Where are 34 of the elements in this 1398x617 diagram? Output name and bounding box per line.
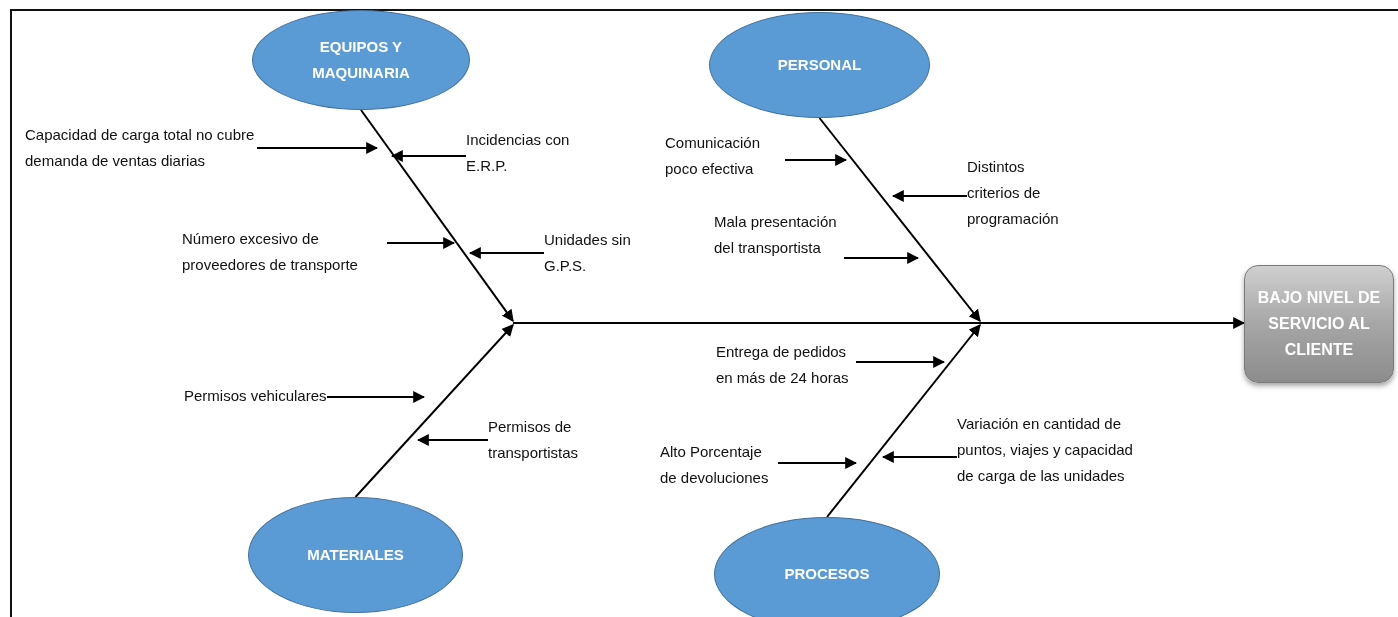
- arrow: [784, 154, 848, 166]
- arrow: [256, 142, 379, 154]
- cause-text: Comunicación poco efectiva: [665, 130, 785, 182]
- arrow: [468, 247, 545, 259]
- arrow: [386, 237, 456, 249]
- bone-arrow: [360, 109, 514, 322]
- arrow: [891, 190, 968, 202]
- category-ellipse: EQUIPOS Y MAQUINARIA: [252, 10, 470, 110]
- arrow: [416, 434, 489, 446]
- cause-text: Alto Porcentaje de devoluciones: [660, 439, 778, 491]
- arrow: [326, 391, 426, 403]
- cause-text: Variación en cantidad de puntos, viajes y capacidad de carga de las unidades: [957, 411, 1153, 489]
- cause-text: Capacidad de carga total no cubre demanda de ventas diarias: [25, 122, 257, 174]
- arrow: [777, 457, 858, 469]
- cause-text: Permisos de transportistas: [488, 414, 613, 466]
- cause-text: Mala presentación del transportista: [714, 209, 844, 261]
- arrow: [855, 356, 946, 368]
- spine-arrow: [512, 317, 1246, 329]
- cause-text: Incidencias con E.R.P.: [466, 127, 596, 179]
- category-ellipse: PROCESOS: [714, 517, 940, 617]
- cause-text: Unidades sin G.P.S.: [544, 227, 649, 279]
- bone-arrow: [826, 324, 981, 518]
- arrow: [843, 252, 920, 264]
- arrow: [881, 451, 958, 463]
- category-ellipse: MATERIALES: [248, 497, 463, 613]
- cause-text: Permisos vehiculares: [184, 383, 327, 409]
- cause-text: Número excesivo de proveedores de transporte: [182, 226, 387, 278]
- arrow: [390, 150, 467, 162]
- bone-arrow: [354, 324, 514, 498]
- category-ellipse: PERSONAL: [709, 12, 930, 118]
- cause-text: Entrega de pedidos en más de 24 horas: [716, 339, 856, 391]
- bone-arrow: [818, 117, 981, 322]
- cause-text: Distintos criterios de programación: [967, 154, 1067, 232]
- effect-box: BAJO NIVEL DE SERVICIO AL CLIENTE: [1244, 265, 1394, 383]
